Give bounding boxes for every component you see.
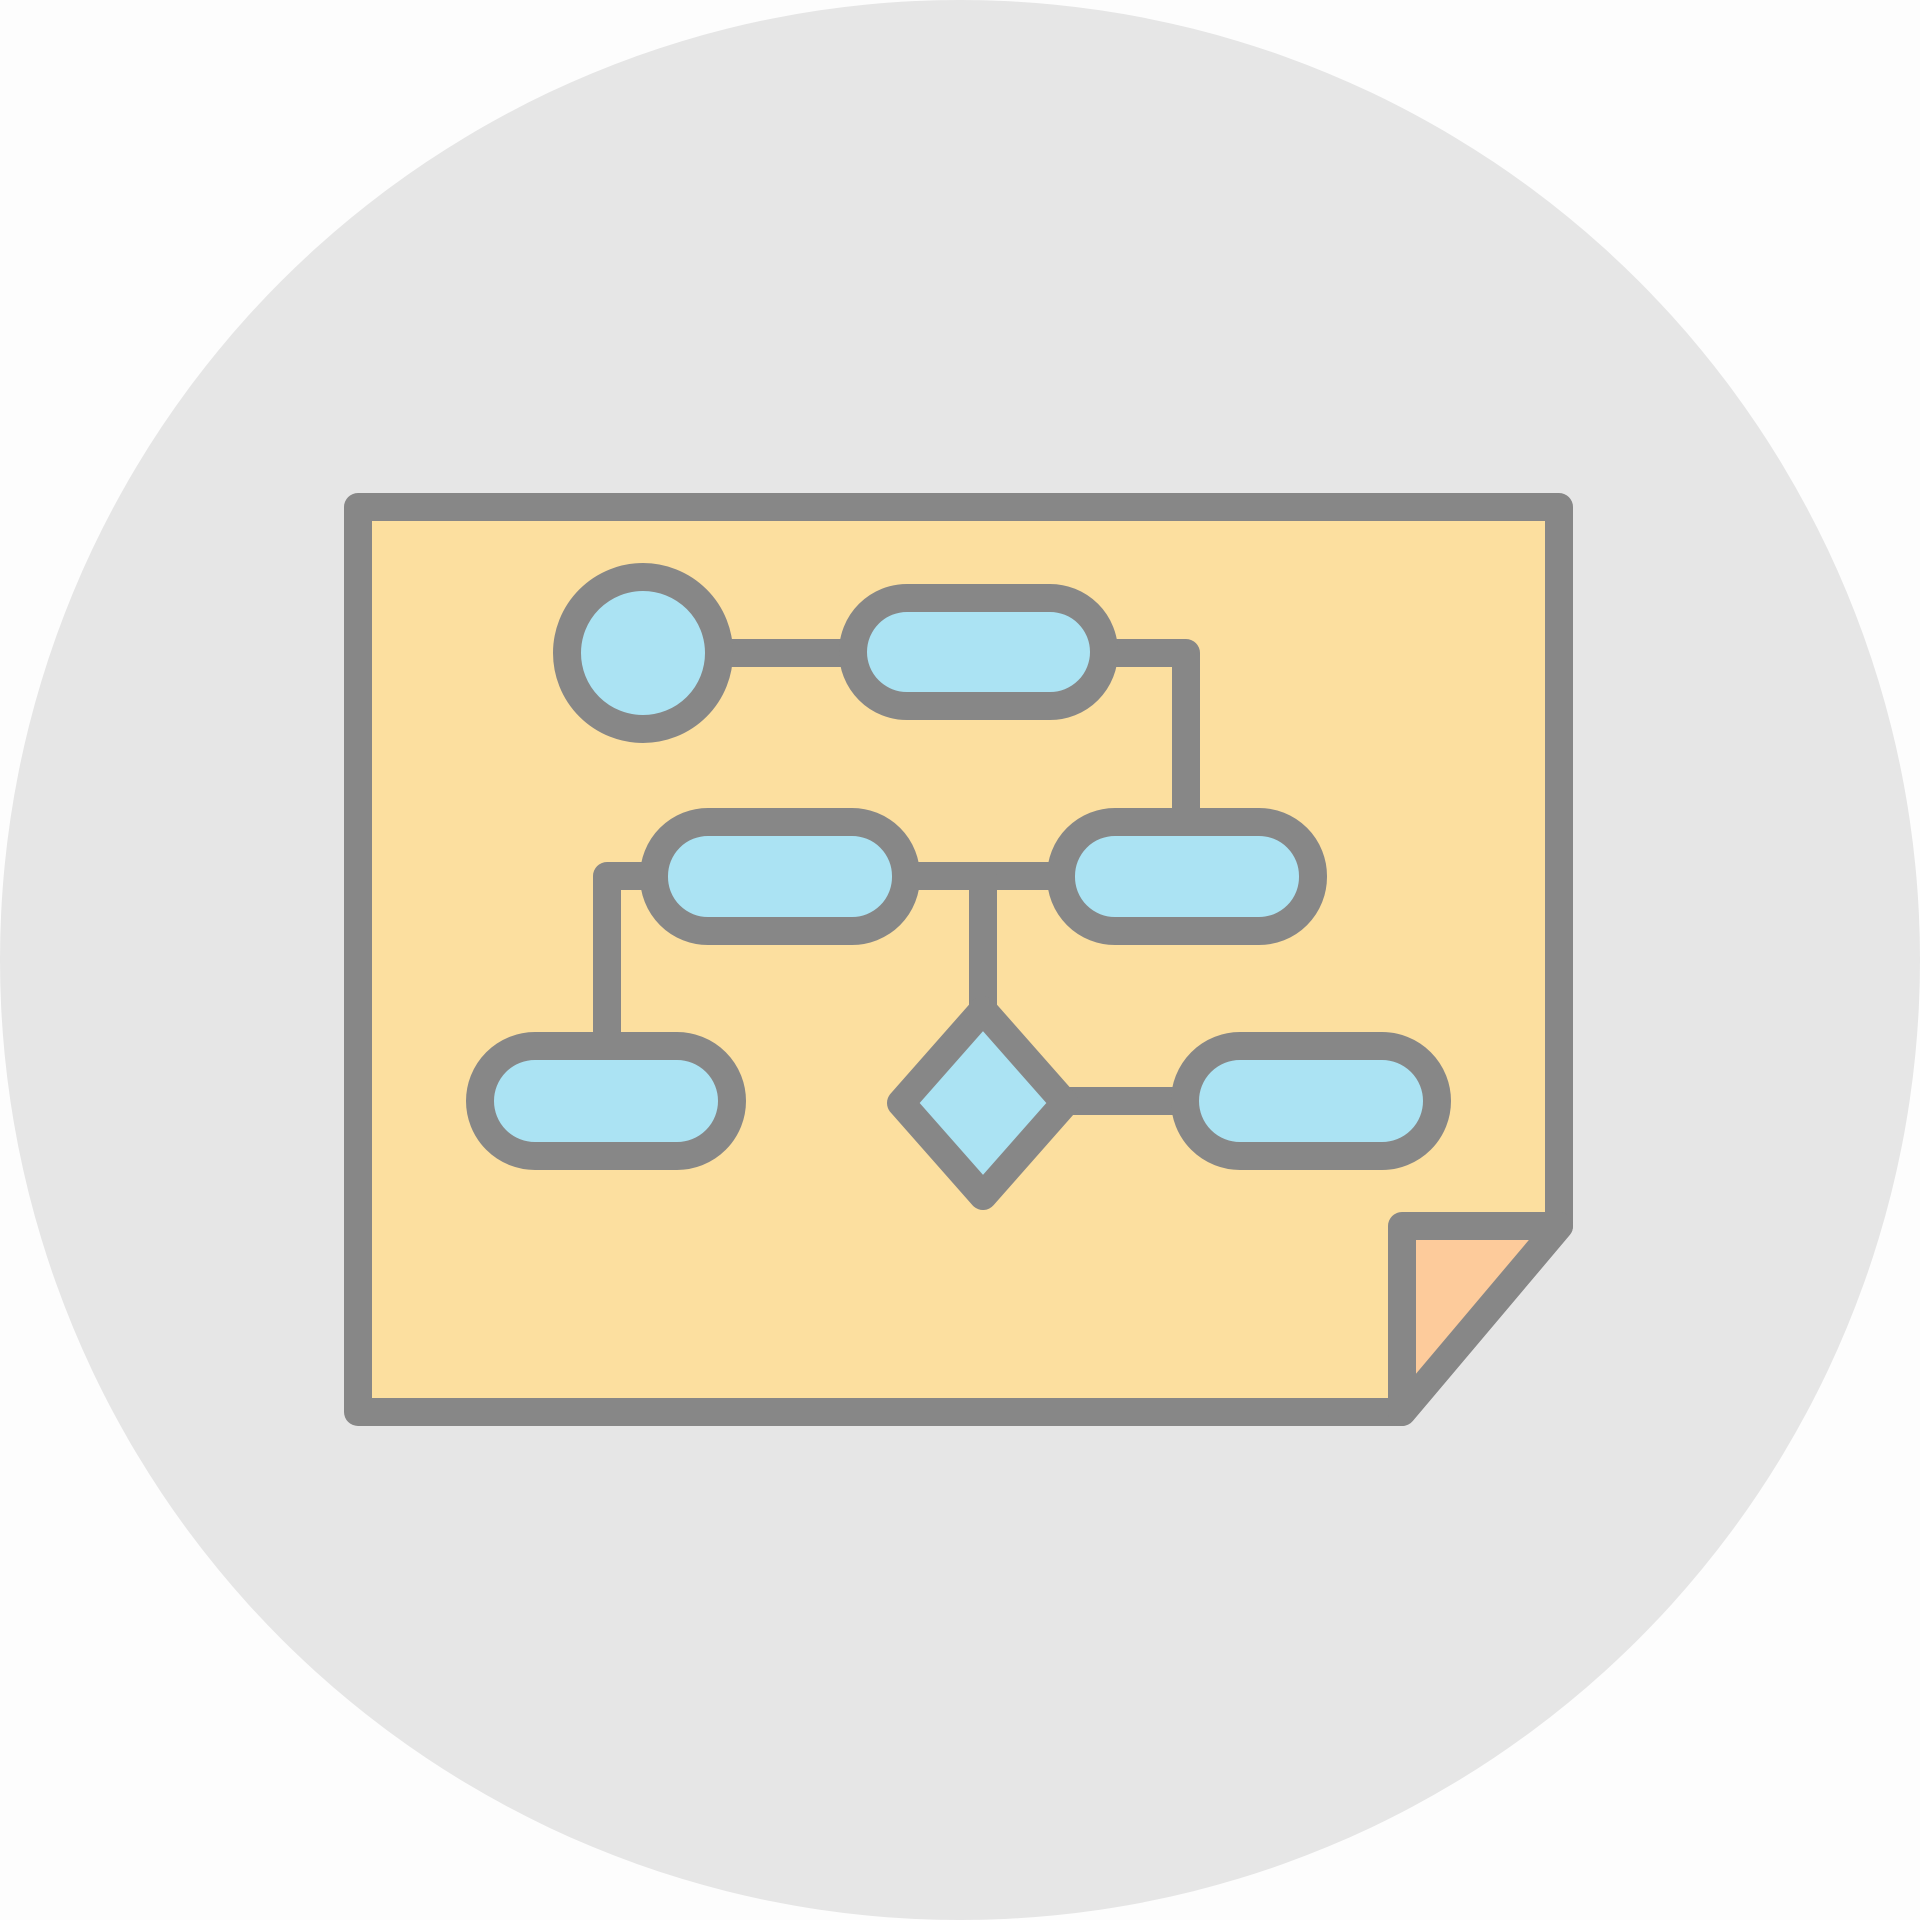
- start-node: [553, 563, 733, 743]
- step-node-4: [466, 1032, 746, 1170]
- folded-corner: [1388, 1212, 1573, 1426]
- step-node-1: [839, 584, 1118, 720]
- connector-step-1-to-step-3: [1090, 639, 1200, 836]
- flowchart-nodes: [466, 563, 1451, 1210]
- step-node-2: [640, 808, 920, 945]
- step-node-5: [1171, 1032, 1451, 1170]
- step-node-3: [1047, 808, 1327, 945]
- decision-node: [887, 996, 1079, 1210]
